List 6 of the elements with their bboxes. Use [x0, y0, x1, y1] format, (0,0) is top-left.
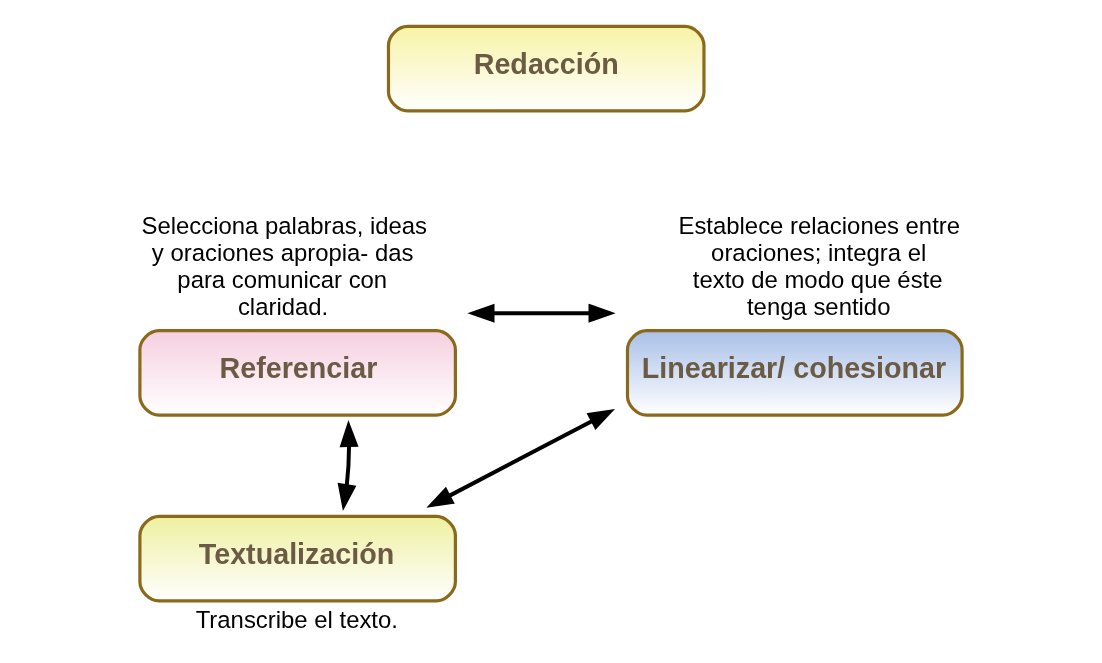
- arrow: [337, 419, 359, 512]
- node-label: Establece relaciones entre oraciones; integra el texto de modo que éste tenga sentido: [678, 211, 961, 320]
- node-label: Selecciona palabras, ideas y oraciones apropia- das para comunicar con claridad.: [141, 211, 428, 320]
- arrow: [467, 303, 616, 323]
- arrow: [426, 409, 615, 508]
- node-label: Transcribe el texto.: [195, 605, 398, 633]
